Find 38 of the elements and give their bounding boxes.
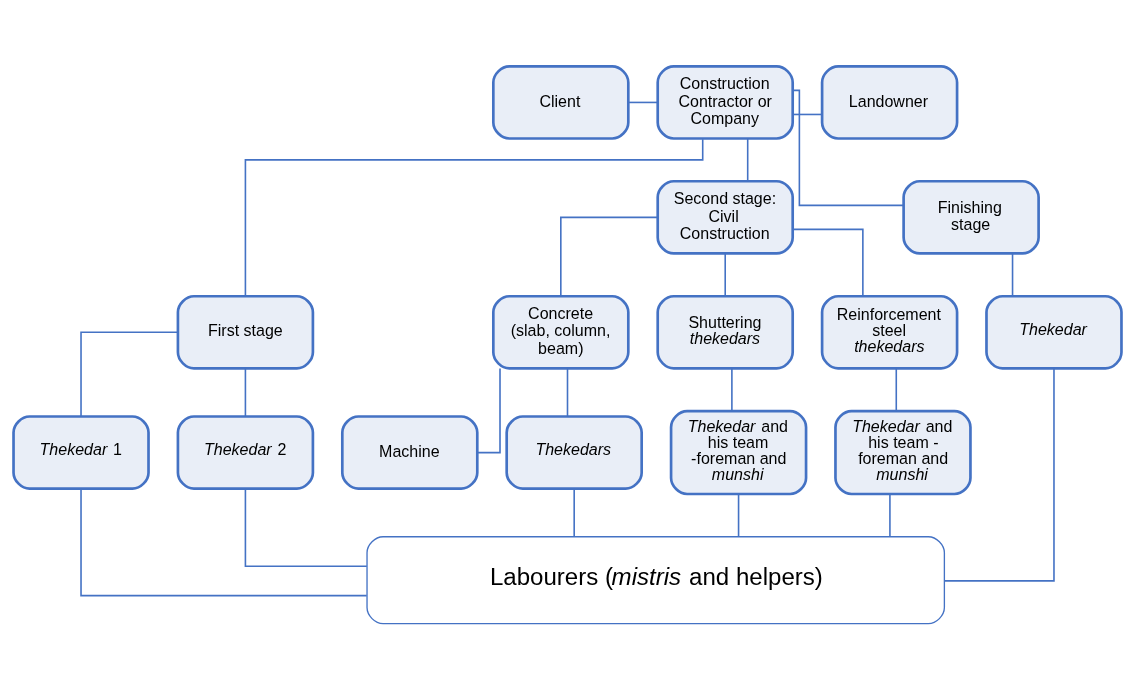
connector (724, 252, 726, 297)
connector (731, 367, 733, 412)
connector (889, 492, 891, 537)
node-box: Thekedars (505, 414, 643, 490)
connector (244, 137, 704, 297)
node-box: Second stage: Civil Construction (656, 179, 795, 255)
connector (80, 331, 179, 417)
connector (792, 113, 823, 115)
connector (792, 228, 864, 297)
node-box: Shuttering thekedars (656, 294, 795, 370)
connector (244, 487, 368, 567)
node-box: Landowner (820, 64, 959, 140)
connector (627, 101, 659, 103)
connector (792, 89, 905, 206)
node-box: First stage (176, 294, 315, 370)
node-box: Client (492, 64, 630, 140)
connector (895, 367, 898, 412)
node-box: Thekedar (985, 294, 1123, 370)
node-box: Thekedar and his team - foreman and munshi (834, 409, 972, 495)
connector (573, 487, 575, 537)
connector (560, 216, 659, 297)
node-box: Thekedar 1 (12, 414, 150, 490)
connector (746, 137, 749, 182)
node-box: Machine (340, 414, 479, 490)
connector (476, 367, 501, 453)
node-box: Reinforcement steel thekedars (820, 294, 959, 370)
node-box: Thekedar and his team -foreman and munshi (669, 409, 808, 495)
node-box: Finishing stage (902, 179, 1040, 255)
node-box: Concrete (slab, column, beam) (492, 294, 630, 370)
node-box: Construction Contractor or Company (656, 64, 795, 140)
connector (566, 367, 569, 417)
connector (1011, 252, 1014, 297)
connector (943, 367, 1055, 582)
connector (737, 492, 740, 537)
connector (244, 367, 247, 417)
node-box: Thekedar 2 (176, 414, 315, 490)
connector (80, 487, 368, 596)
node-box: Labourers (mistris and helpers) (366, 535, 946, 624)
